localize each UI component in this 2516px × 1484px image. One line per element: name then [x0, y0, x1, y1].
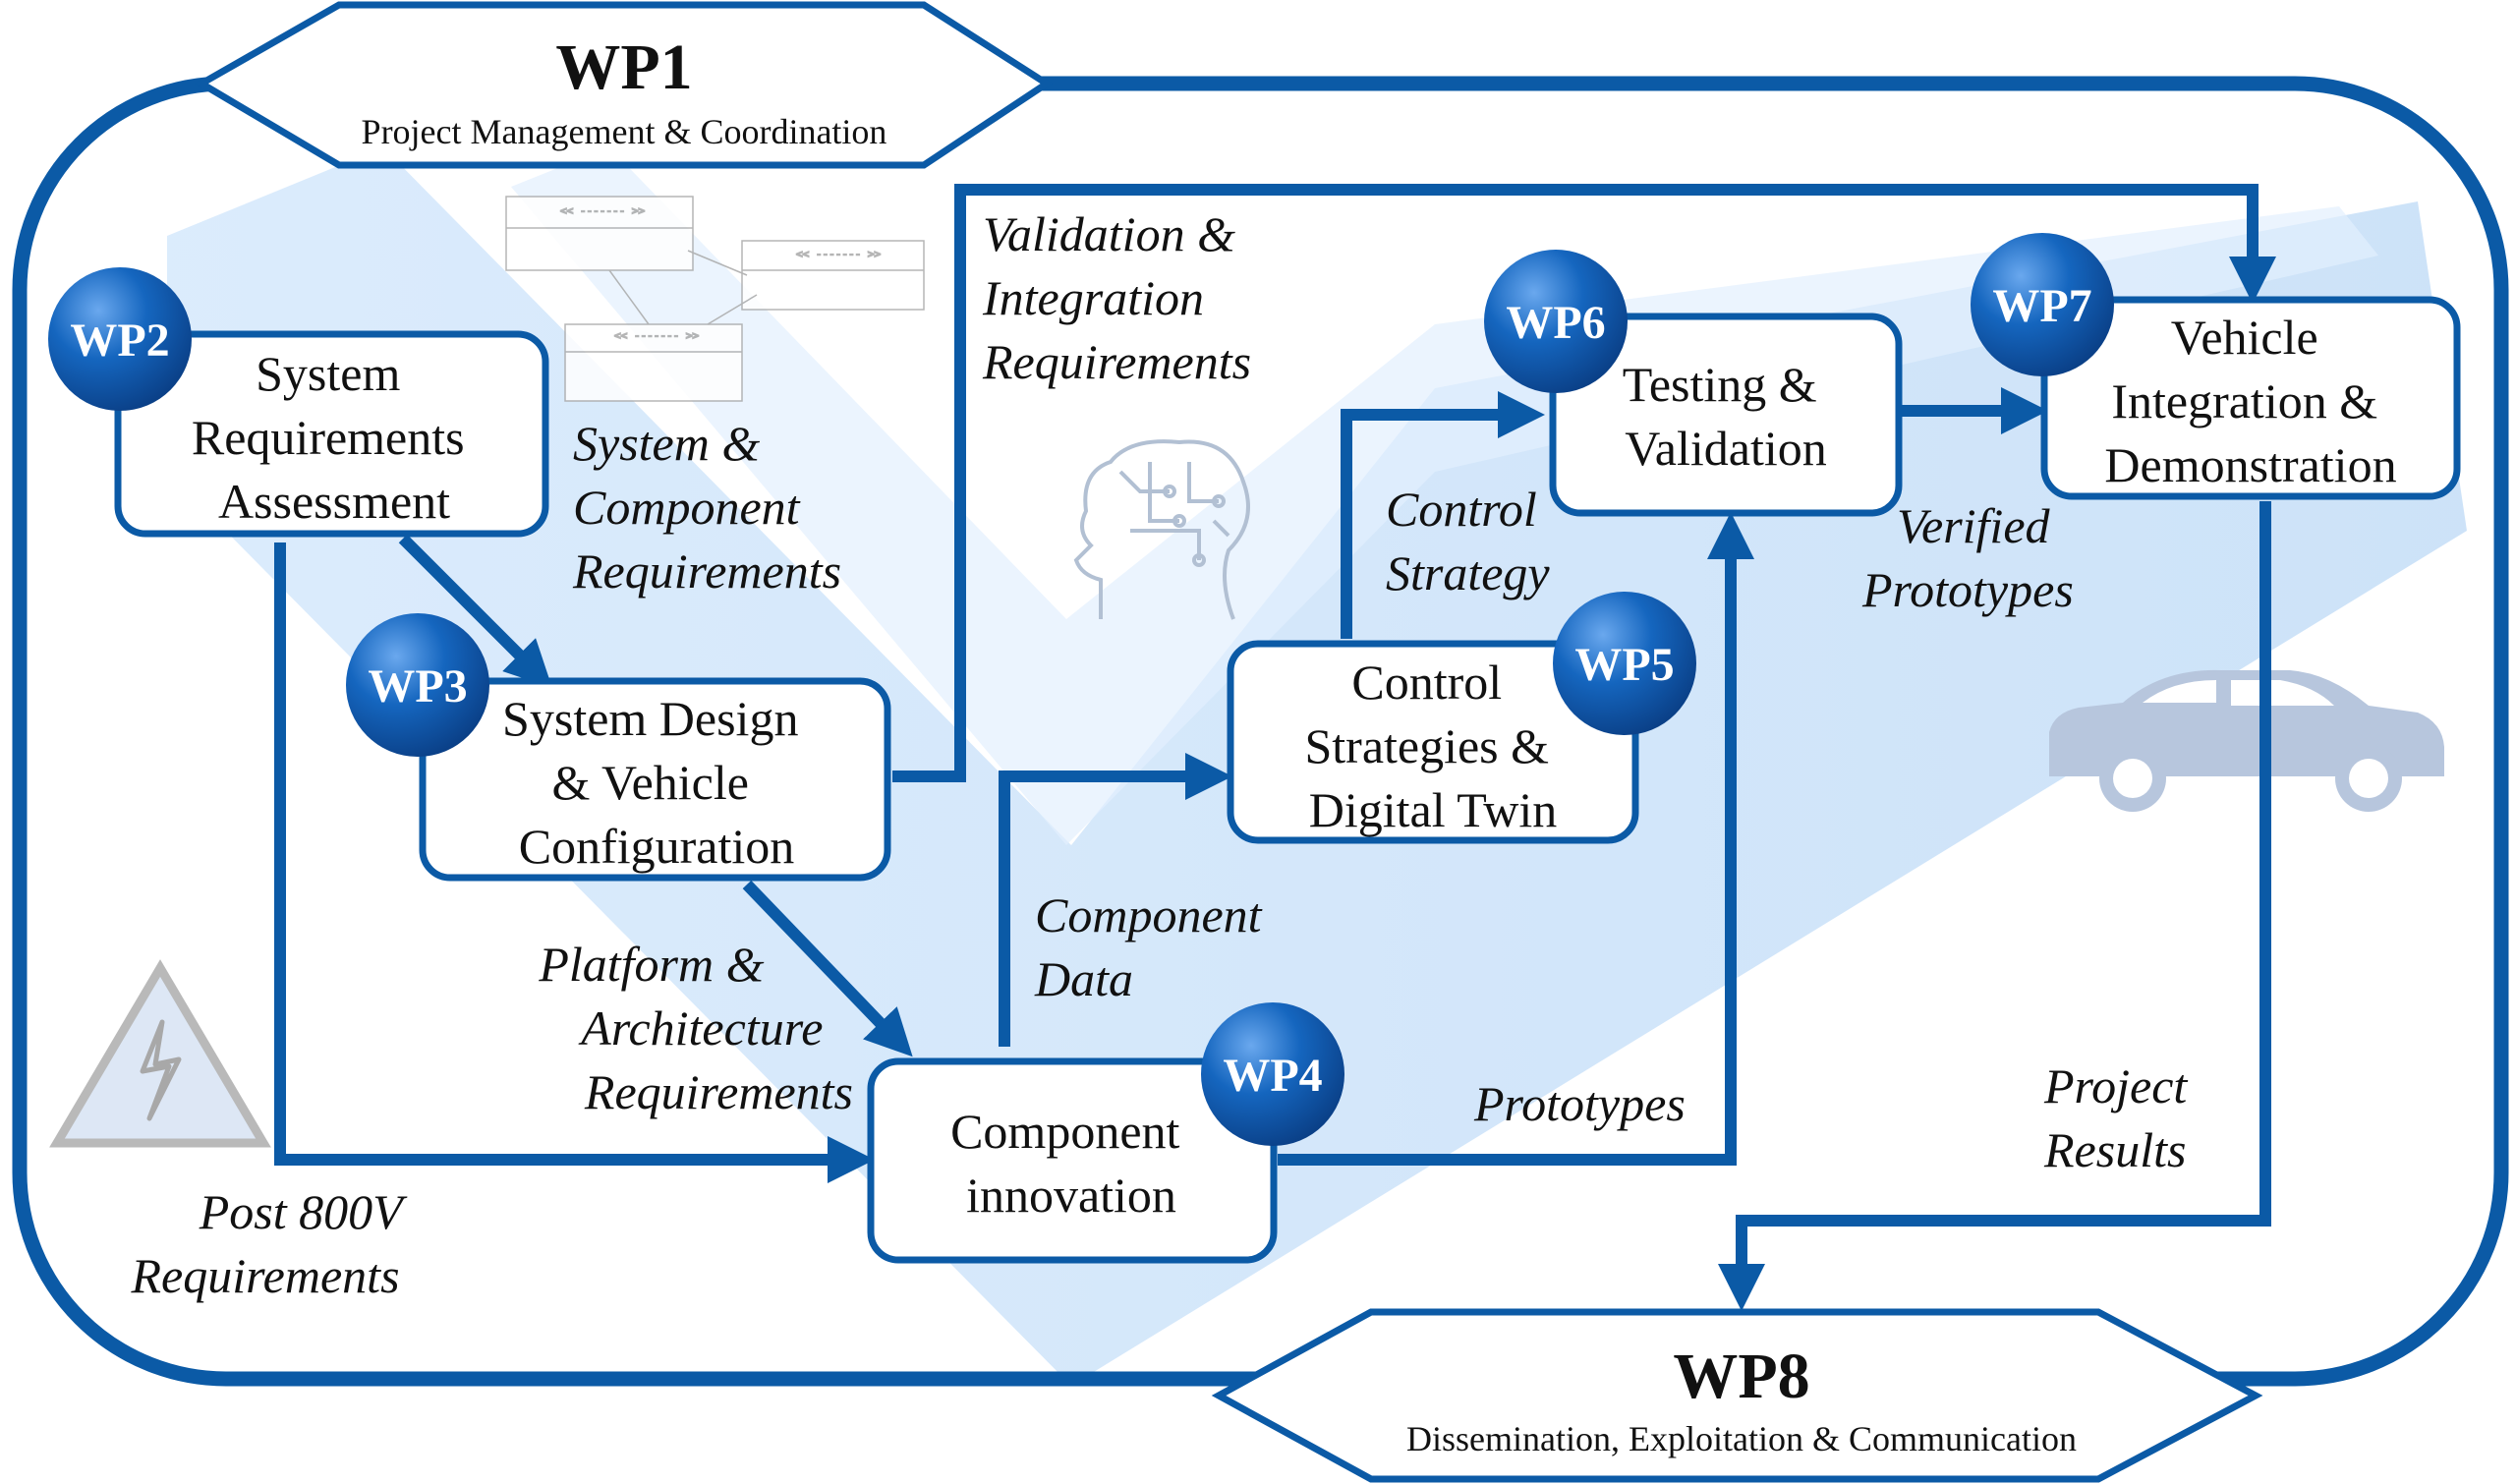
wp1-subtitle: Project Management & Coordination — [362, 112, 887, 151]
label-platform-architecture-requirements: Platform & Architecture Requirements — [538, 937, 853, 1119]
wp3-box[interactable]: System Design & Vehicle Configuration — [419, 677, 891, 882]
brain-circuit-icon — [1073, 439, 1250, 620]
wp5-line-3: Digital Twin — [1309, 782, 1558, 837]
high-voltage-warning-icon — [49, 959, 271, 1148]
wp5-box[interactable]: Control Strategies & Digital Twin — [1227, 640, 1639, 844]
wp5-line-1: Control — [1351, 655, 1502, 710]
wp7-box[interactable]: Vehicle Integration & Demonstration — [2040, 296, 2461, 500]
wp1-title: WP1 — [555, 31, 692, 103]
arrow-wp2-to-wp3 — [398, 534, 552, 688]
arrow-wp2-to-wp4-post800v — [274, 542, 875, 1183]
label-post-800v-requirements: Post 800V Requirements — [130, 1184, 414, 1303]
wp1-hexagon[interactable]: WP1 Project Management & Coordination — [195, 1, 1054, 169]
svg-text:Component innovation: Component innovation — [950, 1104, 1192, 1223]
wp4-badge-label: WP4 — [1223, 1050, 1322, 1102]
wp8-title: WP8 — [1673, 1341, 1809, 1412]
svg-text:Vehicle Integration &: Vehicle Integration & Demonstration — [2104, 310, 2396, 492]
wp6-box[interactable]: Testing & Validation — [1549, 313, 1903, 517]
wp5-badge[interactable]: WP5 — [1553, 592, 1696, 735]
flow-labels: Validation & Integration Requirements Sy… — [130, 206, 2200, 1303]
wp7-line-2: Integration & — [2111, 373, 2377, 428]
wp4-line-2: innovation — [966, 1168, 1176, 1223]
label-system-component-requirements: System & Component Requirements — [572, 416, 841, 599]
arrow-wp4-to-wp5 — [999, 753, 1232, 1047]
wp2-box[interactable]: System Requirements Assessment — [114, 330, 549, 538]
class-diagram-icon: << ------- >> << ------- >> << ------- >… — [505, 196, 925, 402]
wp4-badge[interactable]: WP4 — [1201, 1002, 1344, 1146]
wp8-subtitle: Dissemination, Exploitation & Communicat… — [1406, 1419, 2077, 1458]
arrow-wp4-to-wp6 — [1278, 512, 1754, 1166]
wp7-line-1: Vehicle — [2171, 310, 2318, 365]
arrow-wp7-to-wp8 — [1718, 501, 2271, 1311]
wp7-badge-label: WP7 — [1992, 280, 2091, 332]
svg-text:System Requirements: System Requirements Assessment — [192, 346, 477, 529]
svg-text:Control Strategies &: Control Strategies & Digital Twin — [1304, 655, 1561, 837]
wp3-line-3: Configuration — [519, 819, 795, 874]
wp3-badge-label: WP3 — [368, 660, 467, 713]
arrow-wp3-to-wp4 — [742, 880, 913, 1057]
wp6-line-1: Testing & — [1623, 357, 1817, 412]
wp6-line-2: Validation — [1625, 421, 1827, 476]
wp4-box[interactable]: Component innovation — [867, 1057, 1278, 1264]
svg-text:<< ------- >>: << ------- >> — [614, 329, 699, 342]
car-icon — [2049, 669, 2444, 812]
wp2-line-2: Requirements — [192, 410, 465, 465]
label-project-results: Project Results — [2043, 1058, 2200, 1177]
svg-text:<< ------- >>: << ------- >> — [796, 248, 881, 260]
label-component-data: Component Data — [1034, 887, 1274, 1006]
arrow-wp3-to-wp7 — [892, 184, 2276, 782]
label-prototypes: Prototypes — [1473, 1076, 1686, 1131]
arrow-wp5-to-wp6 — [1341, 391, 1545, 639]
wp2-badge-label: WP2 — [70, 314, 169, 367]
svg-text:Testing & Validation: Testing & Validation — [1623, 357, 1829, 476]
wp2-badge[interactable]: WP2 — [48, 267, 192, 411]
wp5-line-2: Strategies & — [1304, 718, 1549, 773]
wp7-badge[interactable]: WP7 — [1971, 233, 2114, 376]
wp2-line-1: System — [256, 346, 400, 401]
svg-text:<< ------- >>: << ------- >> — [560, 204, 645, 217]
flow-connectors — [274, 184, 2276, 1311]
wp6-badge[interactable]: WP6 — [1484, 250, 1628, 393]
wp3-line-1: System Design — [502, 691, 798, 746]
wp2-line-3: Assessment — [218, 474, 450, 529]
label-control-strategy: Control Strategy — [1386, 482, 1550, 600]
label-verified-prototypes: Verified Prototypes — [1861, 498, 2074, 617]
wp4-line-1: Component — [950, 1104, 1179, 1159]
label-validation-integration-requirements: Validation & Integration Requirements — [982, 206, 1251, 389]
wp3-line-2: & Vehicle — [552, 755, 749, 810]
wp7-line-3: Demonstration — [2104, 437, 2396, 492]
wp3-badge[interactable]: WP3 — [346, 613, 489, 757]
svg-text:System Design & Vehicle: System Design & Vehicle Configuration — [502, 691, 811, 874]
wp5-badge-label: WP5 — [1574, 639, 1674, 691]
wp8-hexagon[interactable]: WP8 Dissemination, Exploitation & Commun… — [1211, 1308, 2263, 1483]
wp6-badge-label: WP6 — [1506, 297, 1605, 349]
